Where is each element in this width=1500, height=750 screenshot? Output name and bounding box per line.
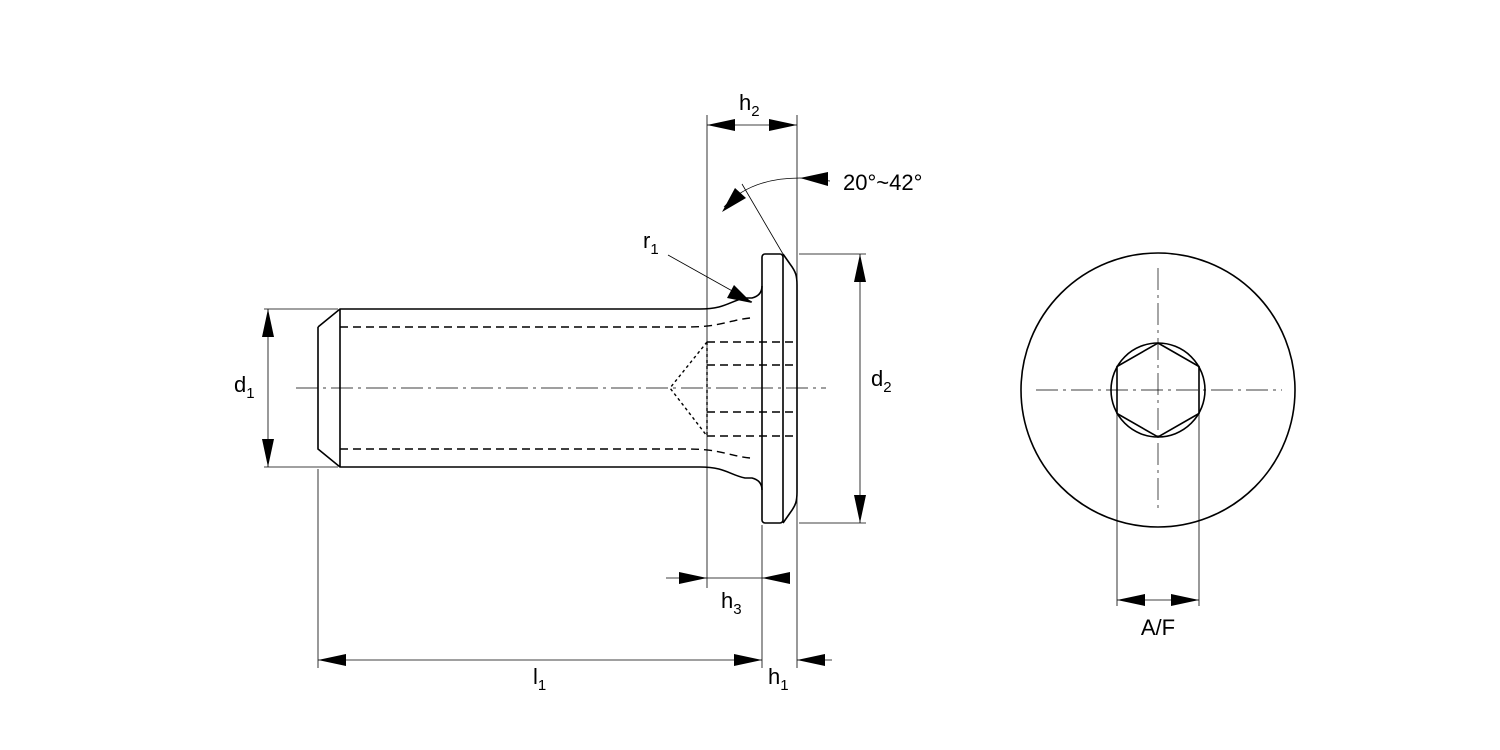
d2-label: d <box>871 366 883 391</box>
extension-lines <box>264 115 866 668</box>
dimension-h1: h1 <box>768 654 832 694</box>
end-view: A/F <box>1020 252 1296 640</box>
svg-text:h1: h1 <box>768 664 789 694</box>
dimension-h2: h2 <box>707 90 797 131</box>
head-chamfer <box>782 253 798 524</box>
dimension-d1: d1 <box>234 309 274 467</box>
dimension-r1: r1 <box>643 228 753 303</box>
l1-label: l <box>533 664 538 689</box>
head-outline <box>1020 252 1296 528</box>
hex-socket-hidden <box>669 341 797 437</box>
head-flange <box>761 253 784 524</box>
thread-root-top <box>340 317 751 328</box>
dimension-h3: h3 <box>666 572 790 618</box>
dimension-angle: 20°~42° <box>722 170 922 255</box>
d1-label: d <box>234 372 246 397</box>
h2-label: h <box>739 90 751 115</box>
svg-text:l1: l1 <box>533 664 546 694</box>
svg-text:d1: d1 <box>234 372 255 402</box>
af-label: A/F <box>1141 615 1175 640</box>
dimension-af: A/F <box>1116 414 1200 640</box>
svg-text:h3: h3 <box>721 588 742 618</box>
svg-text:h2: h2 <box>739 90 760 120</box>
r1-label: r <box>643 228 650 253</box>
shank-bottom-outline <box>317 327 763 491</box>
h1-label: h <box>768 664 780 689</box>
side-view: h2 20°~42° r1 d1 d2 <box>234 90 922 694</box>
angle-label: 20°~42° <box>843 170 922 195</box>
dimension-d2: d2 <box>854 254 892 523</box>
dimension-l1: l1 <box>318 654 762 694</box>
h3-label: h <box>721 588 733 613</box>
thread-root-bottom <box>340 448 751 459</box>
svg-text:d2: d2 <box>871 366 892 396</box>
shank-top-outline <box>317 285 763 328</box>
svg-text:r1: r1 <box>643 228 659 258</box>
